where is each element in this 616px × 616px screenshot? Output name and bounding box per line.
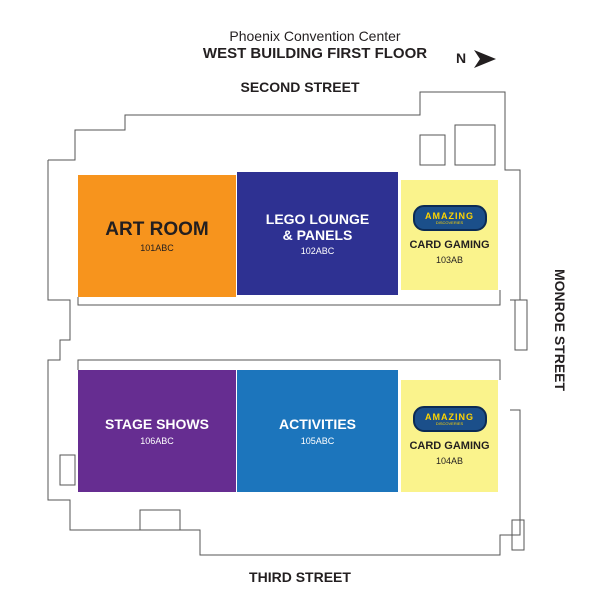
room-art-room[interactable]: ART ROOM 101ABC — [78, 175, 236, 297]
room-number: 103AB — [435, 254, 464, 265]
floor-title: WEST BUILDING FIRST FLOOR — [202, 45, 428, 62]
room-number: 101ABC — [140, 243, 174, 254]
room-name: LEGO LOUNGE & PANELS — [265, 210, 370, 243]
room-name: CARD GAMING — [409, 440, 490, 453]
compass-label: N — [456, 50, 467, 66]
room-name: CARD GAMING — [409, 239, 490, 252]
logo-subtext: DISCOVERIES — [435, 420, 464, 426]
logo-text: AMAZING — [425, 210, 474, 221]
room-stage-shows[interactable]: STAGE SHOWS 106ABC — [78, 370, 236, 492]
room-number: 104AB — [435, 455, 464, 466]
room-lego-lounge[interactable]: LEGO LOUNGE & PANELS 102ABC — [237, 172, 398, 295]
room-activities[interactable]: ACTIVITIES 105ABC — [237, 370, 398, 492]
street-third: THIRD STREET — [249, 569, 351, 585]
logo-text: AMAZING — [425, 411, 474, 422]
venue-title: Phoenix Convention Center — [229, 28, 401, 44]
room-name: STAGE SHOWS — [105, 416, 209, 433]
room-number: 105ABC — [300, 435, 335, 446]
north-arrow-icon — [474, 50, 496, 68]
street-second: SECOND STREET — [240, 79, 360, 95]
room-name: ART ROOM — [105, 218, 209, 240]
room-name: ACTIVITIES — [278, 416, 356, 433]
room-number: 102ABC — [300, 246, 335, 257]
room-number: 106ABC — [140, 435, 174, 446]
logo-subtext: DISCOVERIES — [435, 219, 464, 225]
